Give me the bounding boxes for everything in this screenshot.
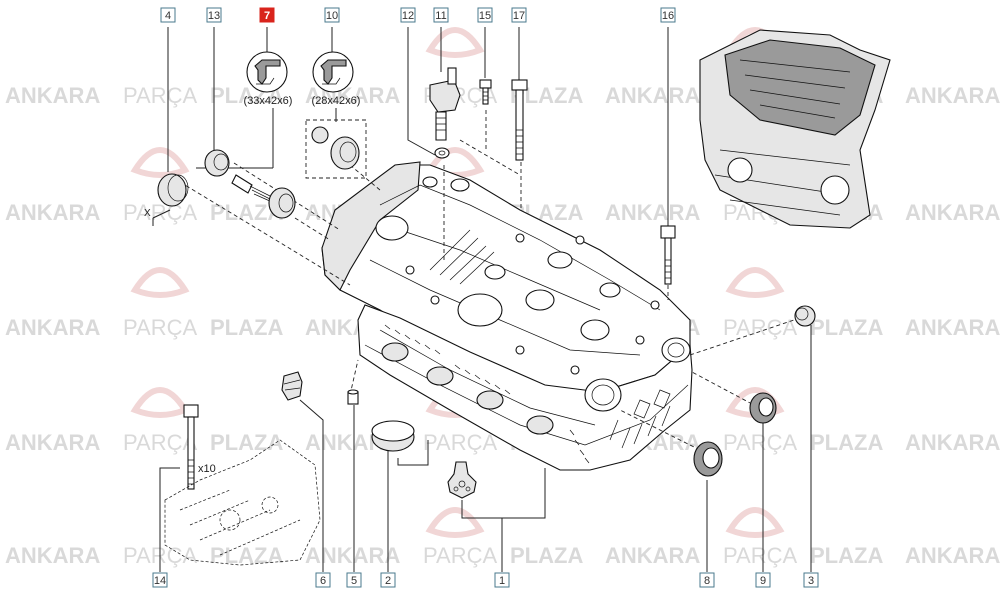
watermark-word-plaza: PLAZA: [810, 315, 883, 340]
seal-10-icon: [312, 51, 354, 93]
watermark-word-plaza: PLAZA: [210, 543, 283, 568]
x-marker-label: X: [144, 208, 151, 219]
watermark-word-ankara: ANKARA: [905, 543, 1000, 568]
part-15-bolt: [479, 79, 492, 105]
seal-7-size-label: (33x42x6): [244, 95, 293, 107]
part-2-expansion-plug: [371, 420, 415, 452]
watermark-word-parca: PARÇA: [423, 543, 497, 568]
watermark-word-ankara: ANKARA: [605, 200, 700, 225]
watermark-word-parca: PARÇA: [123, 83, 197, 108]
svg-text:16: 16: [662, 10, 674, 22]
watermark-word-ankara: ANKARA: [5, 200, 100, 225]
part-4-plug: [157, 173, 189, 207]
seal-10-size-label: (28x42x6): [312, 95, 361, 107]
watermark-word-plaza: PLAZA: [210, 315, 283, 340]
svg-text:13: 13: [208, 10, 220, 22]
callout-3[interactable]: 3: [803, 572, 819, 588]
part-11-solenoid: [429, 67, 461, 141]
callout-14[interactable]: 14: [152, 572, 168, 588]
watermark-word-ankara: ANKARA: [605, 83, 700, 108]
watermark-word-plaza: PLAZA: [810, 430, 883, 455]
watermark-word-parca: PARÇA: [123, 200, 197, 225]
watermark-word-parca: PARÇA: [723, 430, 797, 455]
watermark-word-plaza: PLAZA: [810, 543, 883, 568]
part-6-stem-seal: [281, 371, 303, 401]
part-12-washer: [434, 147, 450, 159]
callout-9[interactable]: 9: [755, 572, 771, 588]
part-1-valve-insert: [447, 461, 477, 499]
svg-text:7: 7: [264, 10, 270, 22]
watermark-word-parca: PARÇA: [723, 315, 797, 340]
callout-7[interactable]: 7: [259, 7, 275, 23]
svg-text:8: 8: [704, 575, 710, 587]
callout-8[interactable]: 8: [699, 572, 715, 588]
watermark-word-ankara: ANKARA: [5, 543, 100, 568]
cylinder-head: [321, 161, 693, 471]
svg-text:14: 14: [154, 575, 166, 587]
watermark-word-ankara: ANKARA: [905, 430, 1000, 455]
svg-text:4: 4: [165, 10, 171, 22]
svg-text:12: 12: [402, 10, 414, 22]
watermark-word-ankara: ANKARA: [305, 543, 400, 568]
svg-text:1: 1: [499, 575, 505, 587]
svg-text:11: 11: [435, 10, 446, 22]
callout-10[interactable]: 10: [324, 7, 340, 23]
watermark-word-plaza: PLAZA: [510, 543, 583, 568]
watermark-word-ankara: ANKARA: [5, 315, 100, 340]
bolt-quantity-label: x10: [198, 463, 216, 475]
part-9-seal-ring: [749, 392, 777, 424]
svg-text:15: 15: [479, 10, 491, 22]
part-8-seal-ring: [693, 441, 723, 477]
callout-11[interactable]: 11: [433, 7, 449, 23]
part-17-long-bolt: [511, 79, 528, 161]
watermark-word-ankara: ANKARA: [605, 543, 700, 568]
part-13-cam-group: [204, 149, 296, 219]
part-10-bounding-box: [305, 119, 367, 179]
engine-block-sketch: [164, 439, 321, 566]
watermark-word-parca: PARÇA: [423, 430, 497, 455]
part-16-bolt: [660, 225, 676, 285]
callout-2[interactable]: 2: [380, 572, 396, 588]
watermark-word-parca: PARÇA: [723, 543, 797, 568]
svg-text:5: 5: [351, 575, 357, 587]
engine-thumbnail: [699, 29, 891, 229]
callout-6[interactable]: 6: [315, 572, 331, 588]
part-14-head-bolt: [183, 404, 199, 490]
watermark-word-parca: PARÇA: [123, 430, 197, 455]
part-5-dowel: [347, 389, 359, 405]
part-3-plug-cap: [794, 305, 816, 327]
x-direction-marker: X: [144, 208, 171, 226]
watermark-word-parca: PARÇA: [123, 315, 197, 340]
watermark-word-ankara: ANKARA: [905, 315, 1000, 340]
part-10-seal-assembly: [311, 126, 360, 170]
callout-16[interactable]: 16: [660, 7, 676, 23]
watermark-word-plaza: PLAZA: [210, 430, 283, 455]
callout-1[interactable]: 1: [494, 572, 510, 588]
svg-text:6: 6: [320, 575, 326, 587]
svg-text:9: 9: [760, 575, 766, 587]
watermark-word-ankara: ANKARA: [5, 430, 100, 455]
watermark-word-ankara: ANKARA: [905, 200, 1000, 225]
callout-15[interactable]: 15: [477, 7, 493, 23]
svg-text:17: 17: [513, 10, 525, 22]
seal-7-icon: [246, 51, 288, 93]
svg-text:2: 2: [385, 575, 391, 587]
watermark-word-ankara: ANKARA: [5, 83, 100, 108]
leader-lines: [159, 27, 812, 572]
callout-4[interactable]: 4: [160, 7, 176, 23]
callout-12[interactable]: 12: [400, 7, 416, 23]
callout-17[interactable]: 17: [511, 7, 527, 23]
svg-text:3: 3: [808, 575, 814, 587]
watermark-word-ankara: ANKARA: [905, 83, 1000, 108]
callout-5[interactable]: 5: [346, 572, 362, 588]
callout-13[interactable]: 13: [206, 7, 222, 23]
svg-text:10: 10: [326, 10, 338, 22]
